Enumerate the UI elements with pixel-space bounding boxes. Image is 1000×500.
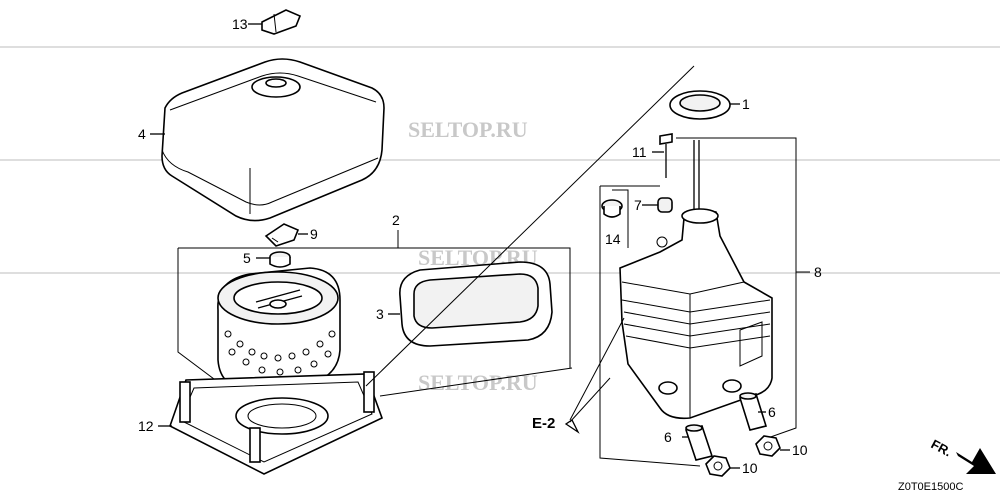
callout-3: 3	[376, 306, 384, 322]
front-direction-arrow	[956, 448, 996, 474]
callout-10-a: 10	[792, 442, 808, 458]
callout-14: 14	[605, 231, 621, 247]
callout-4: 4	[138, 126, 146, 142]
part-4-air-cleaner-cover	[161, 58, 385, 222]
part-13-clip	[261, 9, 302, 35]
callout-11: 11	[632, 144, 647, 160]
part-1-seal	[669, 90, 731, 120]
part-8-bracket	[599, 137, 810, 467]
part-10-nut-a	[755, 435, 781, 457]
part-8-air-cleaner-case	[619, 208, 773, 420]
callout-12: 12	[138, 418, 154, 434]
part-11-bolt	[659, 133, 673, 178]
part-14-grommet	[601, 189, 629, 248]
callout-7: 7	[634, 197, 642, 213]
part-12-base	[169, 371, 384, 475]
part-6-tube-b	[684, 424, 714, 461]
part-5-grommet	[269, 251, 291, 268]
air-filter-element	[217, 267, 341, 391]
part-9-clip	[264, 223, 300, 247]
part-2-bracket	[177, 230, 573, 397]
front-marker-label: FR.	[929, 436, 955, 459]
reference-e2: E-2	[532, 415, 555, 432]
part-7-collar	[657, 197, 673, 213]
callout-13: 13	[232, 16, 248, 32]
part-10-nut-b	[705, 455, 731, 477]
callout-2: 2	[392, 212, 400, 228]
callout-10-b: 10	[742, 460, 758, 476]
watermark-3: SELTOP.RU	[418, 370, 538, 395]
drawing-code: Z0T0E1500C	[898, 481, 963, 493]
part-3-foam-element	[399, 261, 553, 347]
callout-6-b: 6	[664, 429, 672, 445]
part-6-tube-a	[738, 392, 768, 431]
callout-9: 9	[310, 226, 318, 242]
callout-8: 8	[814, 264, 822, 280]
watermark-1: SELTOP.RU	[408, 117, 528, 142]
callout-1: 1	[742, 96, 750, 112]
background-ghost-lines	[0, 46, 1000, 274]
callout-5: 5	[243, 250, 251, 266]
callout-6-a: 6	[768, 404, 776, 420]
